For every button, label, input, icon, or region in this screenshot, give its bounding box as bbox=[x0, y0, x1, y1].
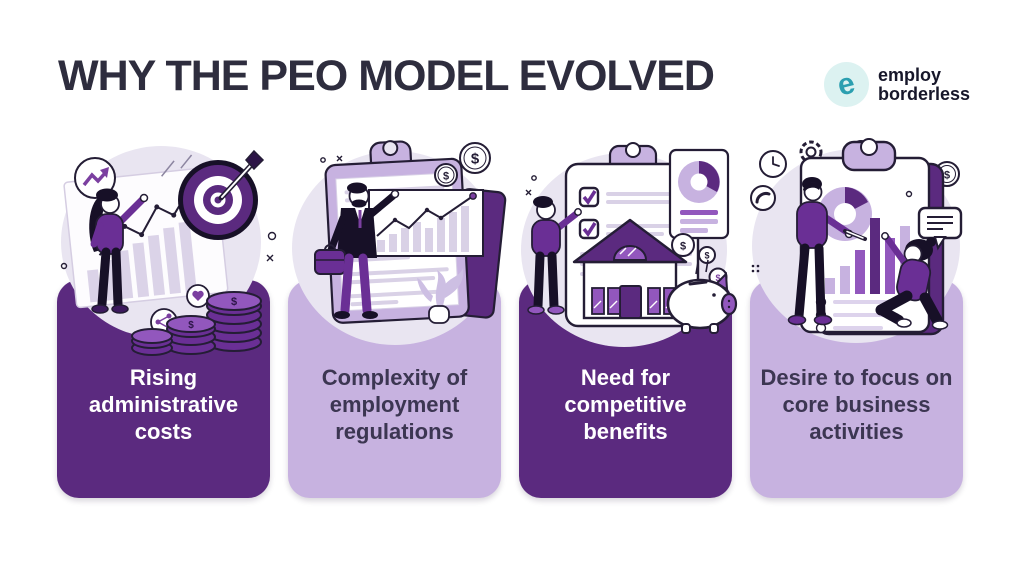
trend-arrow-icon bbox=[74, 157, 116, 199]
svg-text:$: $ bbox=[944, 170, 950, 182]
card-label: Need for competitive benefits bbox=[564, 365, 687, 444]
dollar-coin-icon: $ $ bbox=[434, 142, 491, 187]
sparkle-icon bbox=[751, 190, 913, 273]
svg-text:$: $ bbox=[680, 241, 686, 253]
illustration-focus: $ $ bbox=[750, 138, 963, 343]
svg-text:$: $ bbox=[231, 296, 237, 308]
sparkle-icon bbox=[60, 231, 277, 270]
svg-text:$: $ bbox=[704, 251, 709, 261]
page-title: WHY THE PEO MODEL EVOLVED bbox=[58, 52, 715, 100]
man-with-pen bbox=[787, 177, 867, 326]
clock-icon bbox=[759, 150, 787, 178]
illustration-complexity: $ $ bbox=[292, 140, 507, 345]
coin-stack-icon: $ $ bbox=[131, 291, 262, 356]
briefcase-icon bbox=[314, 244, 346, 275]
brand-name: employ borderless bbox=[878, 64, 971, 104]
svg-text:$: $ bbox=[471, 151, 480, 168]
card-label: Desire to focus on core business activit… bbox=[760, 365, 953, 444]
target-dart-icon bbox=[178, 149, 265, 240]
svg-text:$: $ bbox=[443, 171, 449, 183]
phone-icon bbox=[750, 185, 776, 211]
woman-kneeling bbox=[875, 232, 949, 330]
illustration-benefits: $ $ $ bbox=[521, 142, 738, 347]
plant-icon bbox=[417, 268, 464, 324]
card-label: Rising administrative costs bbox=[88, 365, 239, 444]
svg-text:$: $ bbox=[715, 273, 720, 283]
brand-logo: e employ borderless bbox=[824, 62, 970, 107]
heart-icon bbox=[186, 284, 210, 308]
employ-borderless-e-icon: e bbox=[824, 62, 869, 107]
speech-bubble-icon bbox=[917, 206, 963, 251]
donut-chart-icon bbox=[818, 187, 872, 241]
svg-text:$: $ bbox=[188, 320, 194, 331]
donut-chart-icon bbox=[668, 148, 730, 240]
piggy-bank-icon bbox=[666, 259, 738, 334]
brand-line2: borderless bbox=[878, 83, 971, 104]
sparkle-icon bbox=[525, 175, 537, 196]
card-label: Complexity of employment regulations bbox=[321, 365, 468, 444]
person-presenter bbox=[527, 196, 582, 315]
illustration-rising-costs: $ $ $ bbox=[60, 146, 277, 356]
brand-line1: employ bbox=[878, 64, 942, 85]
sparkle-icon bbox=[320, 155, 343, 163]
woman-presenter bbox=[89, 188, 149, 314]
businessman-presenter bbox=[314, 182, 400, 319]
house-icon bbox=[572, 218, 688, 320]
